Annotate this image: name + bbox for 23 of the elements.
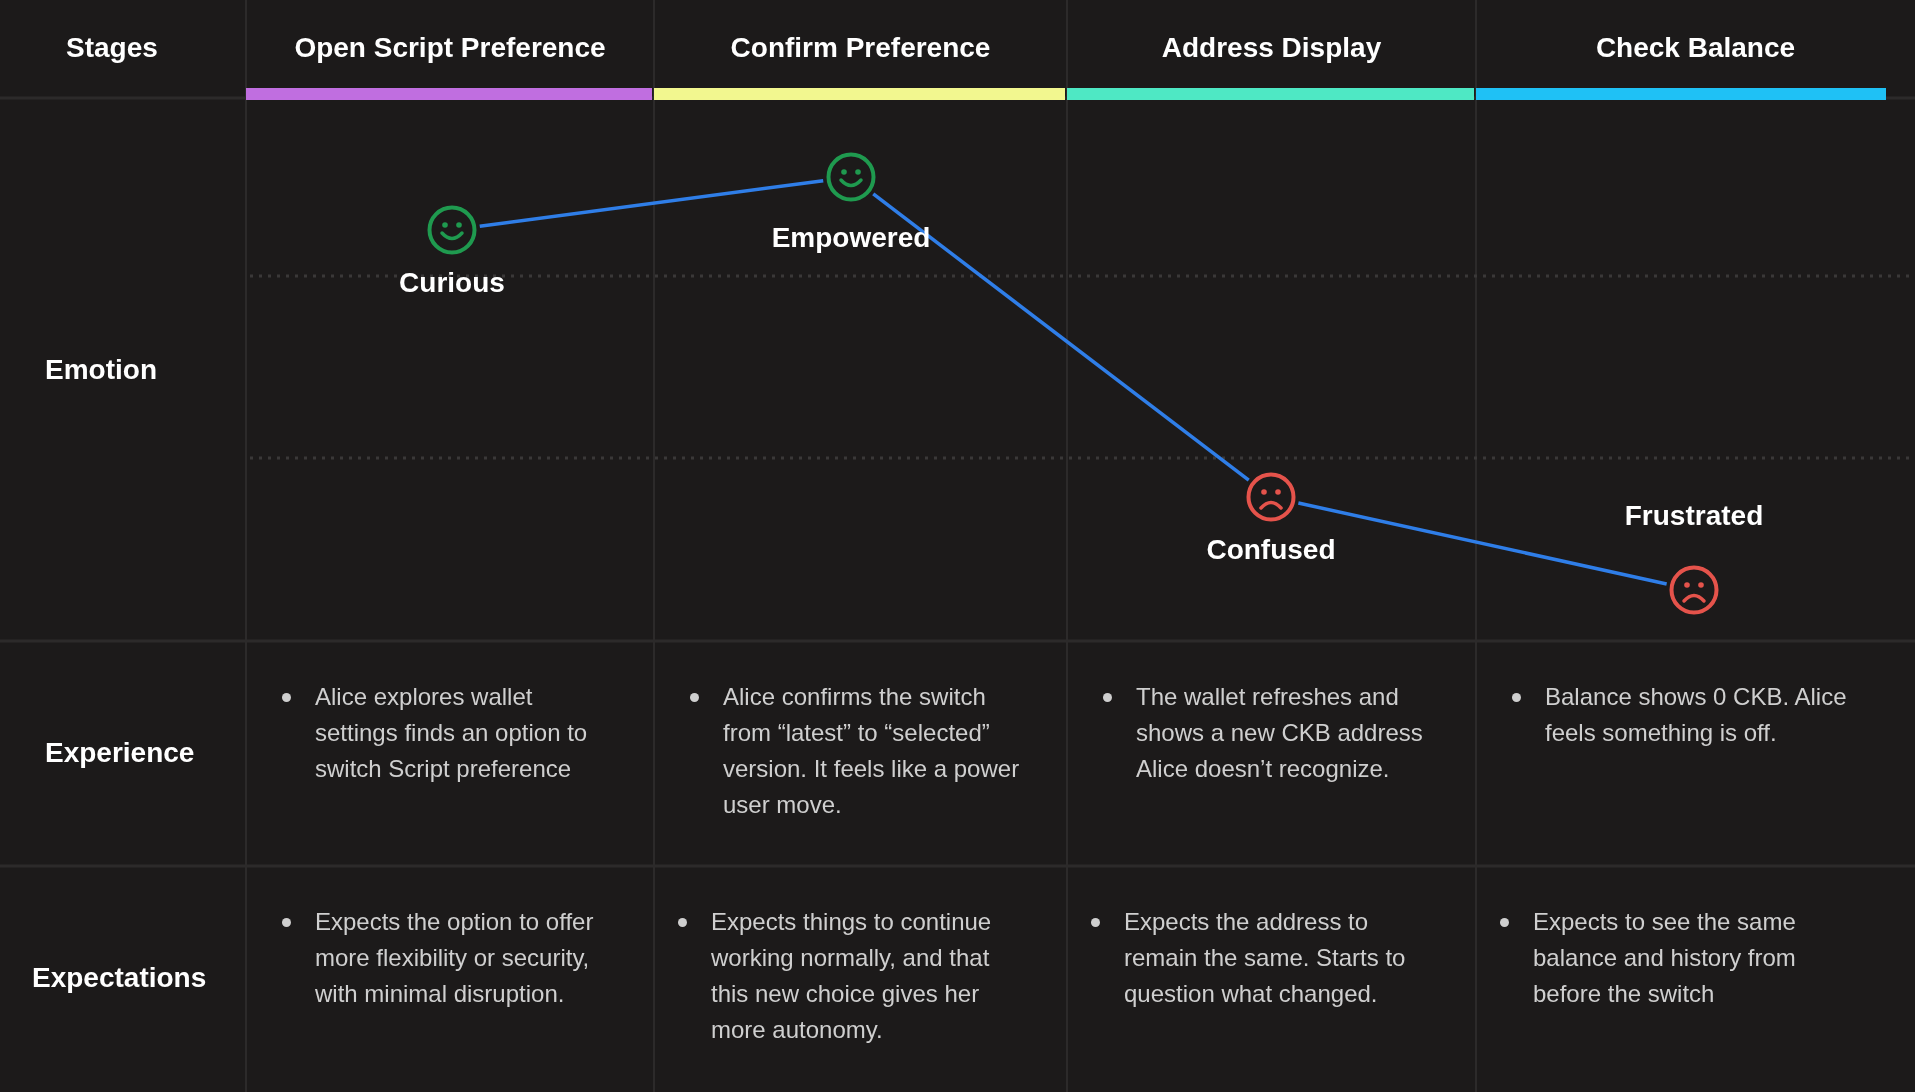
cell-text: Expects the option to offer more flexibility or security, with minimal disruption.: [315, 907, 595, 1009]
emotion-label: Empowered: [770, 222, 932, 254]
stage-heading: Open Script Preference: [293, 32, 607, 64]
row-heading: Experience: [45, 736, 195, 769]
emotion-line: [1297, 501, 1668, 586]
emotion-label: Curious: [398, 267, 506, 299]
stage-heading: Confirm Preference: [729, 32, 992, 64]
cell-text: Expects things to continue working normally, and that this new choice gives her more autonomy.: [711, 907, 993, 1045]
row-heading: Expectations: [32, 962, 207, 994]
emotion-line: [872, 192, 1250, 482]
stage-heading: Address Display: [1160, 32, 1383, 64]
emotion-line: [479, 178, 824, 229]
row-heading: Emotion: [45, 353, 157, 386]
emotion-label: Confused: [1205, 534, 1337, 566]
column-heading: Stages: [66, 32, 158, 64]
cell-text: Alice explores wallet settings finds an option to switch Script preference: [315, 682, 589, 784]
cell-text: Expects to see the same balance and history from before the switch: [1533, 907, 1797, 1009]
cell-text: Balance shows 0 CKB. Alice feels something is off.: [1545, 682, 1848, 748]
emotion-label: Frustrated: [1623, 500, 1765, 532]
cell-text: Alice confirms the switch from “latest” to “selected” version. It feels like a power user move.: [723, 682, 1021, 820]
cell-text: The wallet refreshes and shows a new CKB address Alice doesn’t recognize.: [1136, 682, 1424, 784]
cell-text: Expects the address to remain the same. Starts to question what changed.: [1124, 907, 1407, 1009]
stage-heading: Check Balance: [1594, 32, 1797, 64]
